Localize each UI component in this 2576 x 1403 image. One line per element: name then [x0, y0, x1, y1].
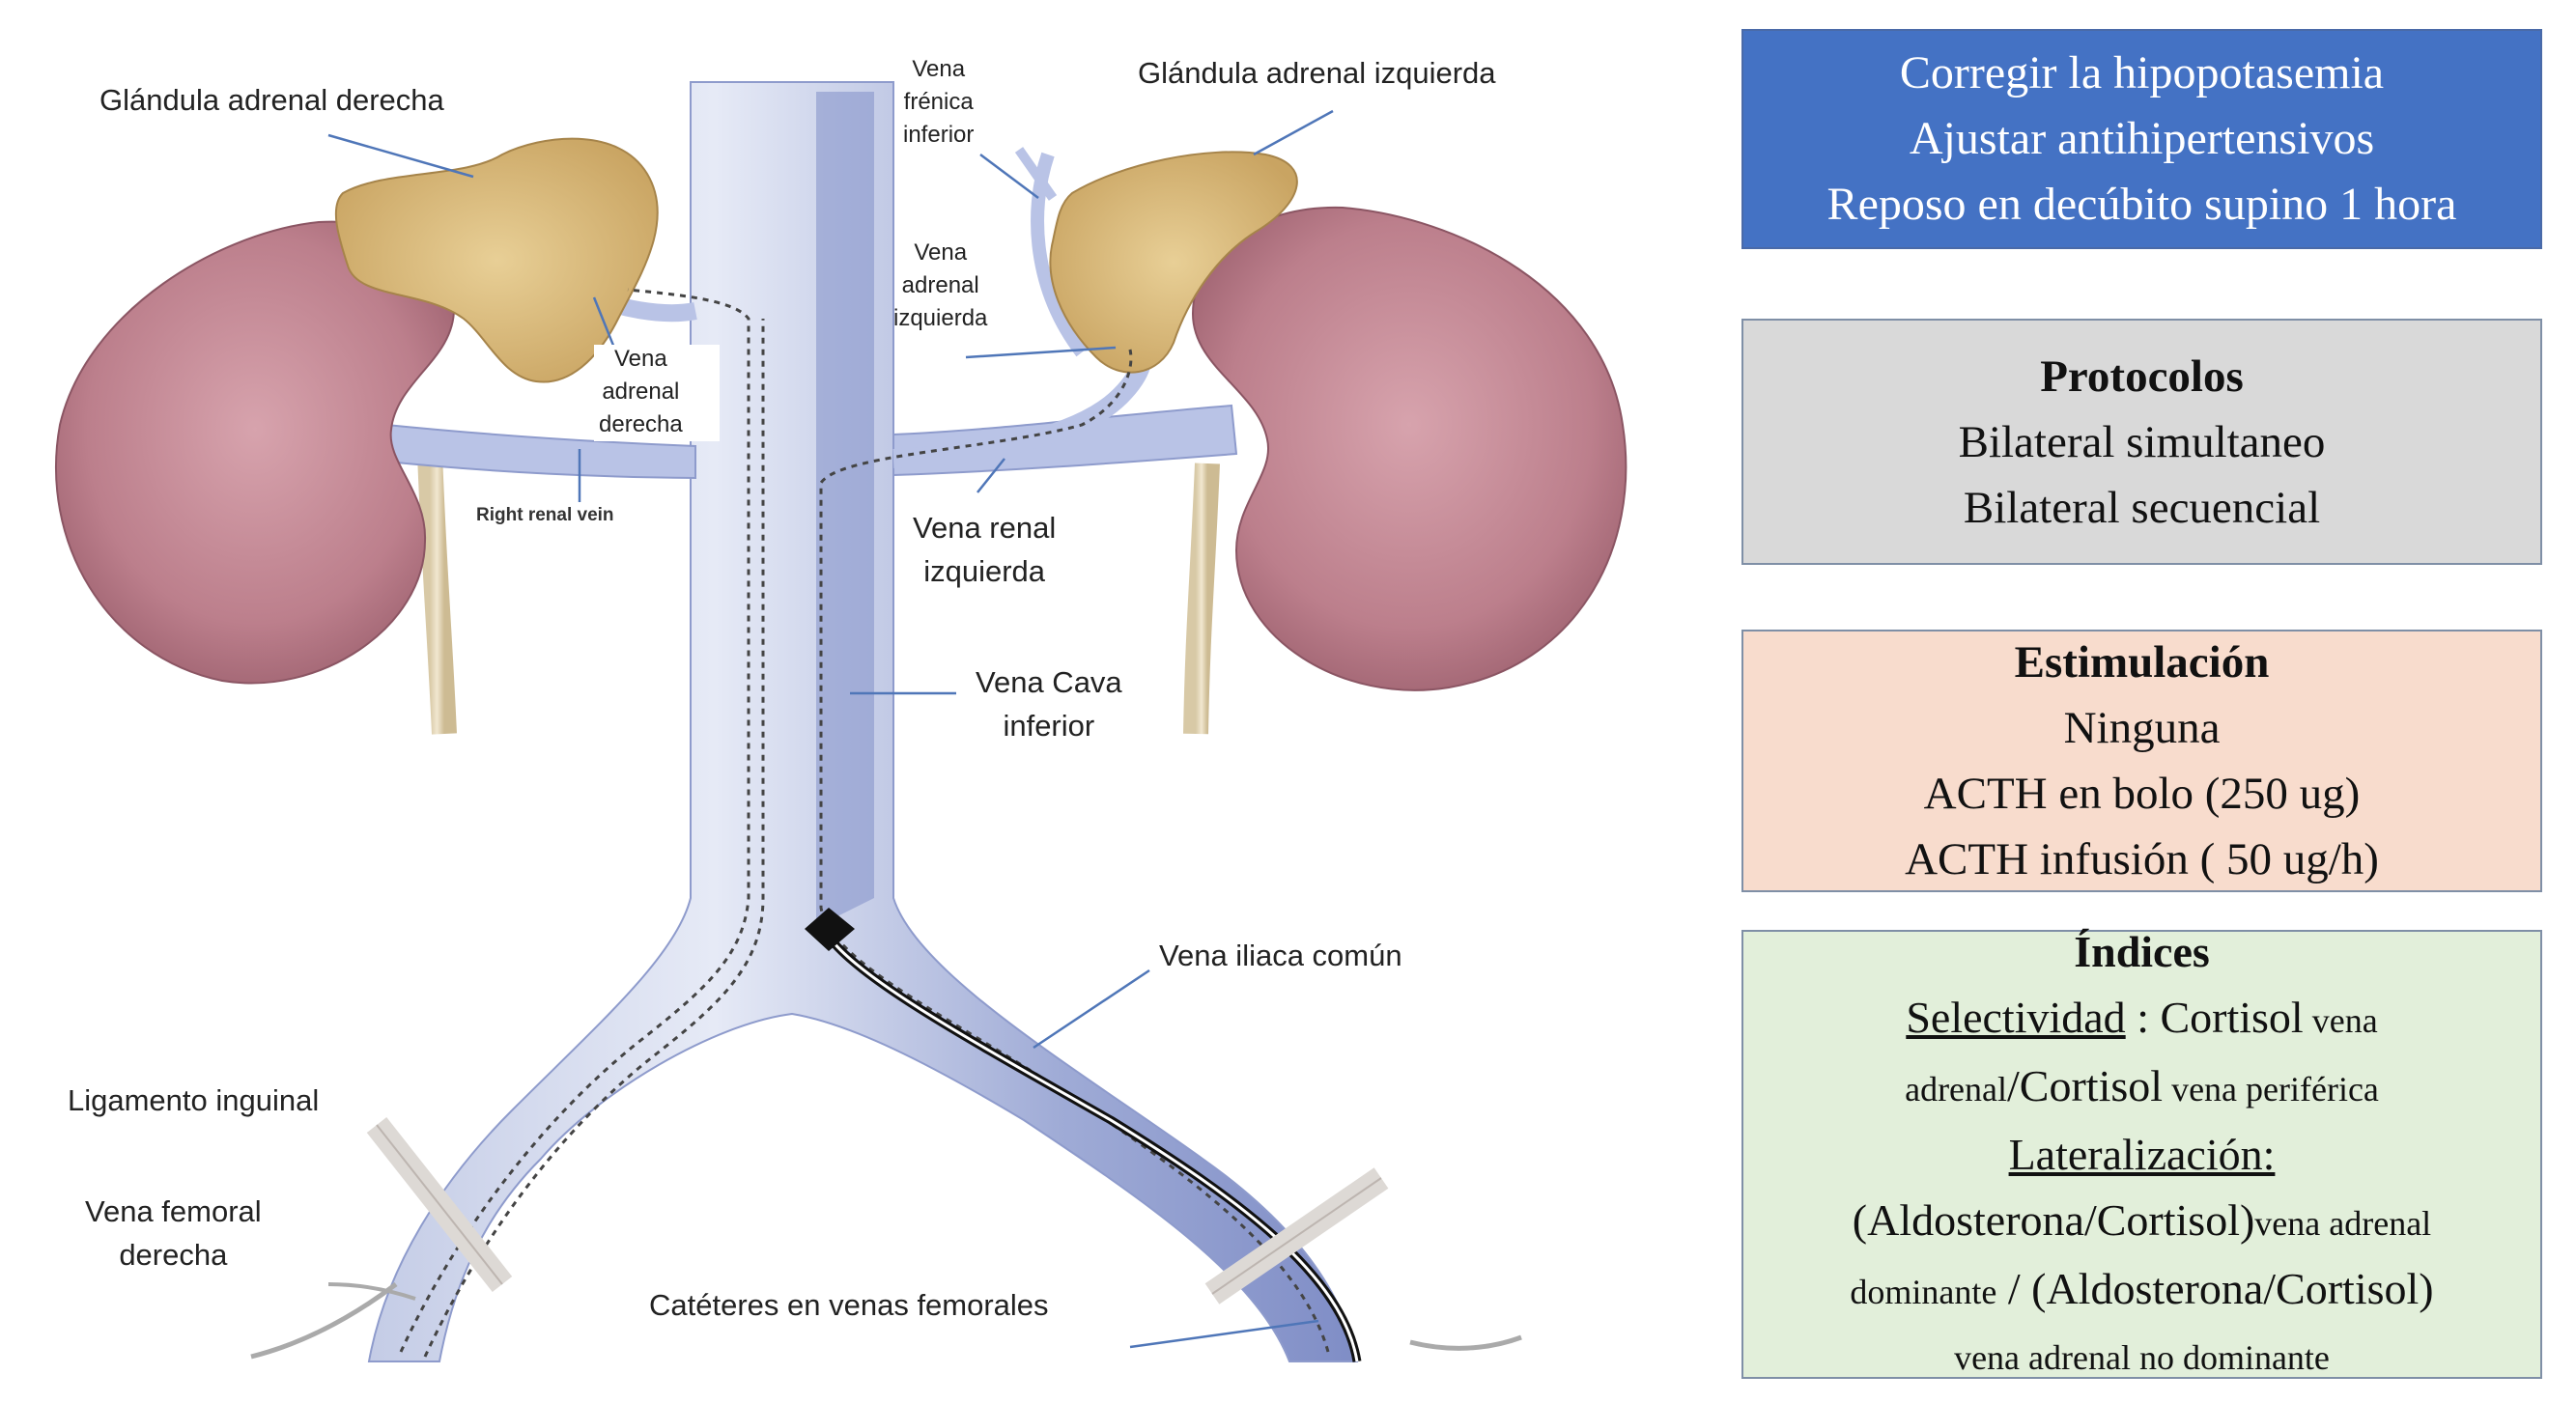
right-renal-vein-vessel [385, 423, 696, 480]
adrenal-venous-sampling-illustration [55, 81, 1628, 1362]
lateralization-label: Lateralización: [2008, 1129, 2276, 1179]
label-inferior-phrenic-vein: Vena frénica inferior [903, 56, 975, 149]
label-right-adrenal-vein: Vena adrenal derecha [599, 346, 683, 438]
stimulation-line-2: ACTH en bolo (250 ug) [1923, 769, 2361, 819]
label-right-femoral-vein: Vena femoral derecha [85, 1194, 262, 1272]
catheter-dotted-right [399, 288, 750, 1353]
protocols-line-2: Bilateral secuencial [1963, 482, 2321, 533]
label-inguinal-ligament: Ligamento inguinal [68, 1083, 320, 1117]
lateralization-formula-numerator: (Aldosterona/Cortisol)vena adrenal [1852, 1194, 2432, 1245]
left-ureter [1183, 463, 1220, 735]
preparation-line-2: Ajustar antihipertensivos [1909, 113, 2375, 164]
left-adrenal-gland [1049, 151, 1298, 374]
label-right-renal-vein: Right renal vein [476, 505, 614, 525]
lateralization-formula-tail: vena adrenal no dominante [1954, 1337, 2330, 1377]
right-adrenal-gland [334, 137, 659, 383]
preparation-line-3: Reposo en decúbito supino 1 hora [1826, 179, 2457, 230]
indices-title: Índices [2074, 926, 2210, 976]
label-inferior-vena-cava: Vena Cava inferior [976, 665, 1122, 743]
stimulation-line-3: ACTH infusión ( 50 ug/h) [1905, 834, 2379, 884]
indices-box: Índices Selectividad : Cortisol vena adr… [1741, 927, 2542, 1379]
label-femoral-catheters: Catéteres en venas femorales [649, 1288, 1049, 1322]
protocols-box: Protocolos Bilateral simultaneo Bilatera… [1741, 319, 2542, 565]
catheter-tip-icon [805, 908, 855, 951]
preparation-box: Corregir la hipopotasemia Ajustar antihi… [1741, 29, 2542, 249]
lateralization-formula-denominator: dominante / (Aldosterona/Cortisol) [1850, 1263, 2434, 1313]
left-kidney [1191, 206, 1628, 691]
selectivity-label: Selectividad [1906, 992, 2126, 1042]
catheter-dotted-left [819, 349, 1330, 1353]
preparation-line-1: Corregir la hipopotasemia [1899, 47, 2385, 98]
label-left-renal-vein: Vena renal izquierda [913, 511, 1057, 588]
protocols-line-1: Bilateral simultaneo [1958, 416, 2326, 467]
stimulation-line-1: Ninguna [2063, 703, 2221, 753]
label-left-adrenal-gland: Glándula adrenal izquierda [1138, 56, 1496, 90]
protocols-title: Protocolos [2040, 351, 2244, 402]
right-ureter [417, 453, 457, 735]
label-left-adrenal-vein: Vena adrenal izquierda [893, 239, 988, 332]
stimulation-box: Estimulación Ninguna ACTH en bolo (250 u… [1741, 630, 2542, 892]
label-common-iliac-vein: Vena iliaca común [1159, 939, 1402, 972]
leader-lines [327, 109, 1334, 1349]
selectivity-formula-denominator: adrenal/Cortisol vena periférica [1905, 1060, 2379, 1110]
selectivity-formula-numerator: Selectividad : Cortisol vena [1906, 992, 2378, 1042]
ivc-shading [816, 92, 874, 927]
label-right-adrenal-gland: Glándula adrenal derecha [99, 83, 444, 117]
left-renal-vein-vessel [892, 404, 1238, 477]
stimulation-title: Estimulación [2014, 637, 2270, 687]
